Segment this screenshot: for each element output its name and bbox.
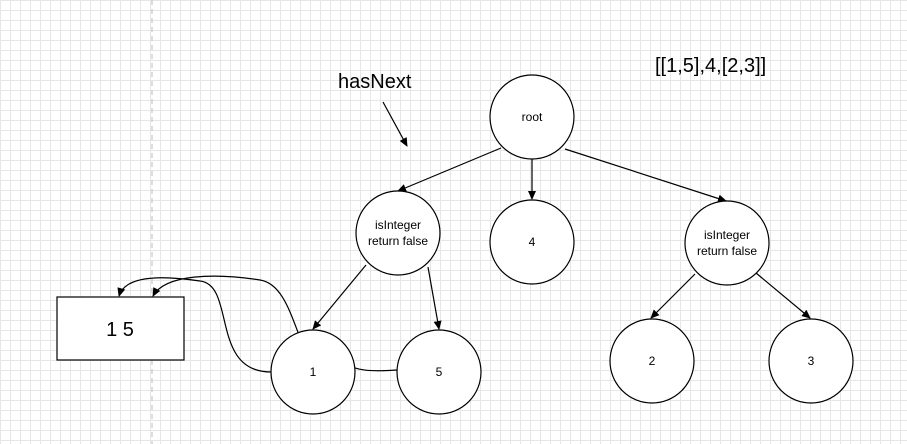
node-leaf-2-label: 2 bbox=[649, 354, 656, 368]
input-list-label: [[1,5],4,[2,3]] bbox=[655, 55, 766, 77]
edge-left-to-5 bbox=[427, 266, 442, 330]
node-leaf-1 bbox=[270, 329, 356, 415]
edge-right-to-3 bbox=[755, 272, 811, 319]
node-root bbox=[489, 74, 575, 160]
output-box bbox=[56, 296, 185, 361]
node-left-label-line1: isInteger bbox=[375, 218, 421, 232]
edge-left-to-1 bbox=[312, 264, 367, 330]
edge-root-to-left bbox=[397, 147, 502, 192]
node-root-label: root bbox=[522, 110, 543, 124]
node-leaf-5 bbox=[396, 329, 482, 415]
node-leaf-3 bbox=[768, 318, 854, 404]
node-leaf-5-label: 5 bbox=[436, 365, 443, 379]
has-next-arrow bbox=[382, 101, 408, 147]
edge-root-to-right bbox=[564, 148, 727, 203]
node-right-label-line2: return false bbox=[697, 244, 757, 258]
node-left-label-line2: return false bbox=[368, 234, 428, 248]
curve-1-to-box bbox=[117, 277, 272, 373]
edge-right-to-2 bbox=[650, 273, 696, 319]
node-right-label-line1: isInteger bbox=[704, 228, 750, 242]
node-leaf-1-label: 1 bbox=[310, 365, 317, 379]
output-box-text: 1 5 bbox=[106, 319, 134, 341]
node-middle bbox=[489, 199, 575, 285]
node-right-list bbox=[684, 200, 770, 286]
node-leaf-2 bbox=[609, 318, 695, 404]
node-leaf-3-label: 3 bbox=[808, 354, 815, 368]
node-left-list bbox=[355, 190, 441, 276]
node-middle-label: 4 bbox=[529, 235, 536, 249]
has-next-label: hasNext bbox=[338, 71, 412, 93]
